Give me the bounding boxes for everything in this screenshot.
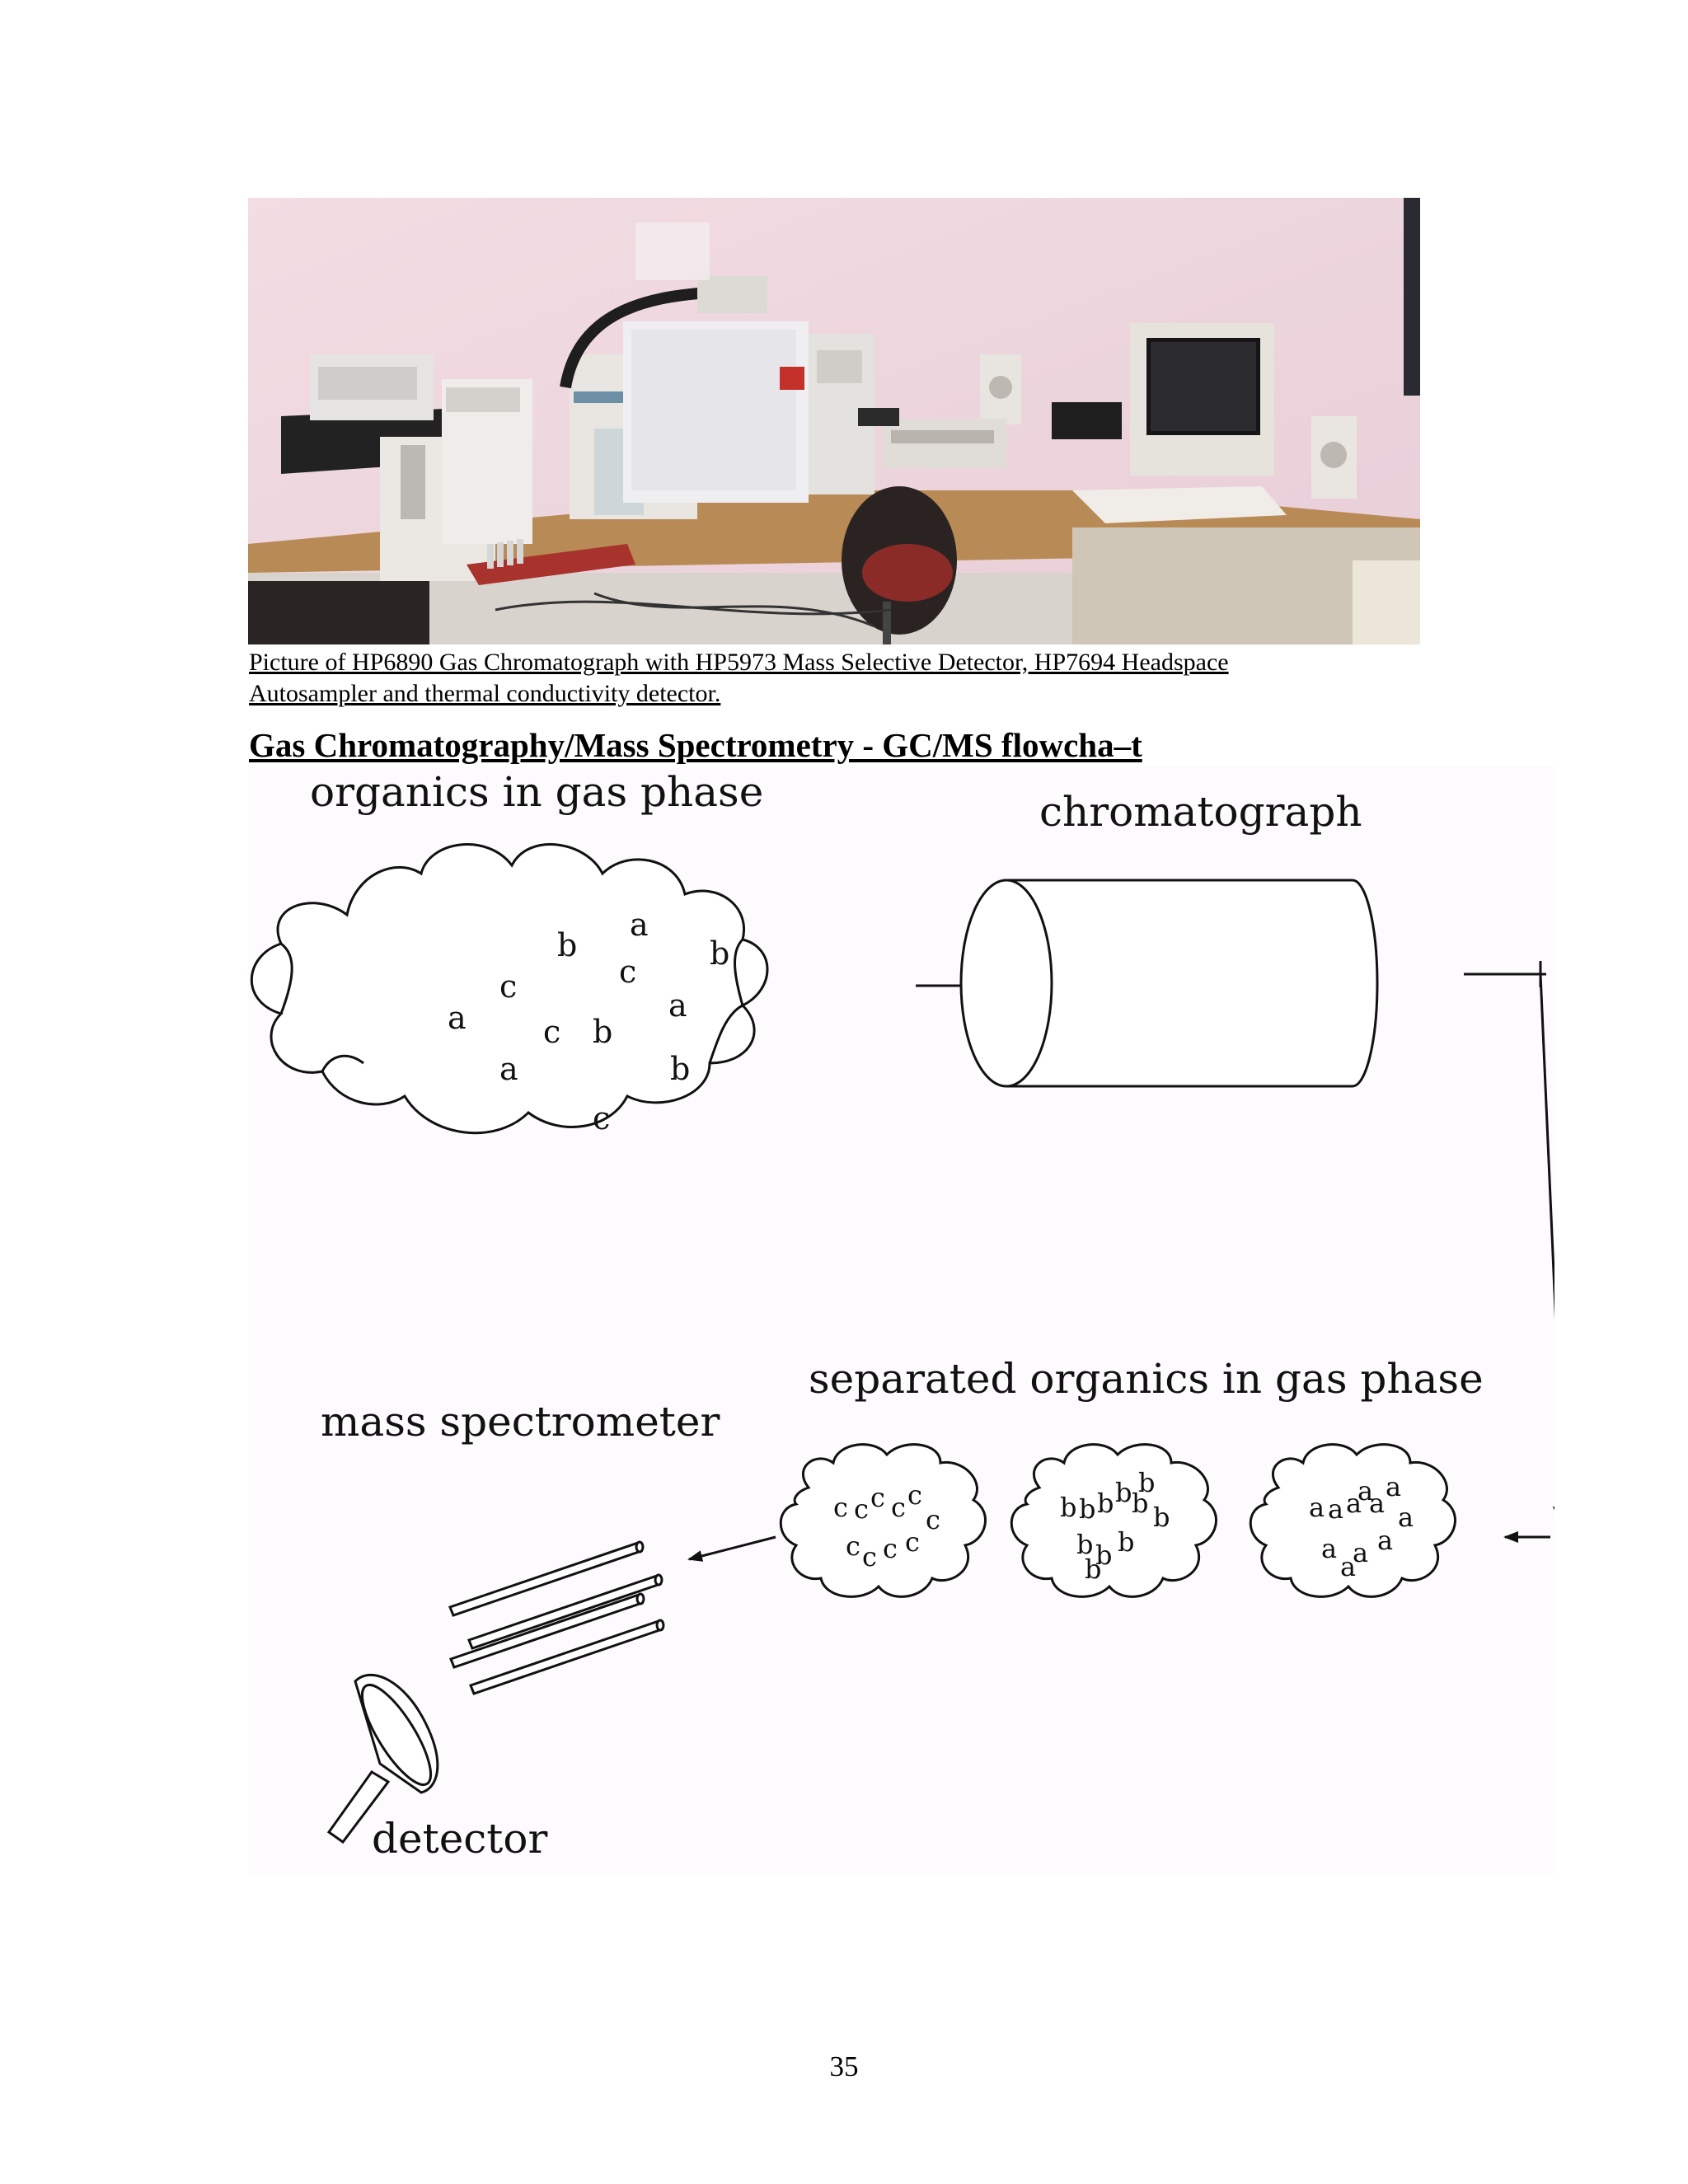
molecule-b: b bbox=[557, 927, 577, 963]
molecule-a: a bbox=[1346, 1488, 1362, 1519]
molecule-a: a bbox=[1353, 1537, 1368, 1568]
molecule-a: a bbox=[1369, 1488, 1385, 1519]
molecule-c: c bbox=[907, 1479, 922, 1511]
label-chromatograph: chromatograph bbox=[1039, 788, 1362, 836]
gcms-flowchart-diagram: organics in gas phase chromatograph sepa… bbox=[250, 768, 1554, 1863]
molecule-c: c bbox=[846, 1530, 860, 1562]
molecule-c: c bbox=[543, 1014, 560, 1050]
chromatograph-cylinder bbox=[959, 879, 1379, 1088]
photo-caption-line-2: Autosampler and thermal conductivity det… bbox=[249, 680, 721, 707]
molecule-b: b bbox=[1153, 1502, 1170, 1533]
molecule-c: c bbox=[833, 1492, 848, 1523]
molecule-c: c bbox=[499, 968, 517, 1005]
label-mass-spectrometer: mass spectrometer bbox=[321, 1398, 720, 1446]
down-arrowhead bbox=[1553, 1507, 1554, 1511]
gas-phase-cloud bbox=[250, 843, 769, 1135]
molecule-c: c bbox=[926, 1504, 940, 1535]
molecule-c: c bbox=[905, 1526, 920, 1558]
molecule-b: b bbox=[1079, 1493, 1095, 1525]
molecule-b: b bbox=[1085, 1554, 1101, 1585]
c-molecules: c c c c c c c c c c bbox=[833, 1479, 940, 1572]
section-heading: Gas Chromatography/Mass Spectrometry - G… bbox=[249, 726, 1142, 764]
molecule-a: a bbox=[630, 907, 649, 943]
molecule-a: a bbox=[1386, 1471, 1401, 1502]
molecule-a: a bbox=[1357, 1475, 1373, 1507]
label-organics-in-gas-phase: organics in gas phase bbox=[310, 768, 763, 816]
label-separated-organics: separated organics in gas phase bbox=[809, 1355, 1484, 1403]
molecule-b: b bbox=[1095, 1540, 1112, 1571]
a-molecules: a a a a a a a a a a a bbox=[1309, 1471, 1414, 1582]
molecule-b: b bbox=[1060, 1492, 1076, 1523]
molecule-b: b bbox=[593, 1014, 612, 1050]
molecule-c: c bbox=[593, 1100, 610, 1137]
molecule-b: b bbox=[1132, 1488, 1148, 1519]
mass-spectrometer-rods bbox=[448, 1540, 665, 1695]
molecule-c: c bbox=[891, 1492, 906, 1523]
page-number: 35 bbox=[829, 2050, 859, 2083]
molecule-a: a bbox=[1309, 1492, 1325, 1523]
molecule-a: a bbox=[499, 1051, 518, 1087]
connector-down bbox=[1539, 973, 1554, 1319]
molecule-c: c bbox=[862, 1541, 877, 1572]
molecule-a: a bbox=[1340, 1551, 1356, 1582]
molecule-a: a bbox=[1321, 1533, 1337, 1564]
cloud-a-molecules bbox=[1249, 1443, 1456, 1598]
detector-funnel bbox=[326, 1673, 439, 1844]
molecule-a: a bbox=[1398, 1502, 1414, 1533]
arrow-to-mass-spectrometer bbox=[687, 1535, 776, 1562]
lab-equipment-photo bbox=[248, 198, 1420, 644]
b-molecules: b b b b b b b b b b b bbox=[1060, 1467, 1170, 1585]
molecule-b: b bbox=[670, 1051, 690, 1087]
molecule-b: b bbox=[1115, 1477, 1132, 1508]
cloud-b-molecules bbox=[1010, 1443, 1217, 1598]
molecule-b: b bbox=[1097, 1488, 1114, 1519]
molecule-b: b bbox=[1138, 1467, 1155, 1498]
molecule-b: b bbox=[1118, 1526, 1134, 1558]
molecule-a: a bbox=[1328, 1493, 1343, 1525]
molecule-a: a bbox=[448, 1000, 467, 1036]
label-detector: detector bbox=[372, 1815, 547, 1863]
molecule-c: c bbox=[870, 1482, 885, 1513]
molecule-c: c bbox=[854, 1493, 869, 1525]
cloud-c-molecules bbox=[779, 1443, 987, 1598]
photo-caption-line-1: Picture of HP6890 Gas Chromatograph with… bbox=[249, 649, 1229, 676]
molecule-b: b bbox=[710, 935, 729, 972]
molecule-c: c bbox=[619, 954, 636, 990]
molecule-b: b bbox=[1076, 1529, 1093, 1560]
molecule-a: a bbox=[668, 987, 687, 1024]
molecule-a: a bbox=[1377, 1525, 1393, 1556]
molecule-c: c bbox=[883, 1533, 898, 1564]
gas-phase-molecules: b a c b c a a c b a b c bbox=[448, 907, 729, 1137]
